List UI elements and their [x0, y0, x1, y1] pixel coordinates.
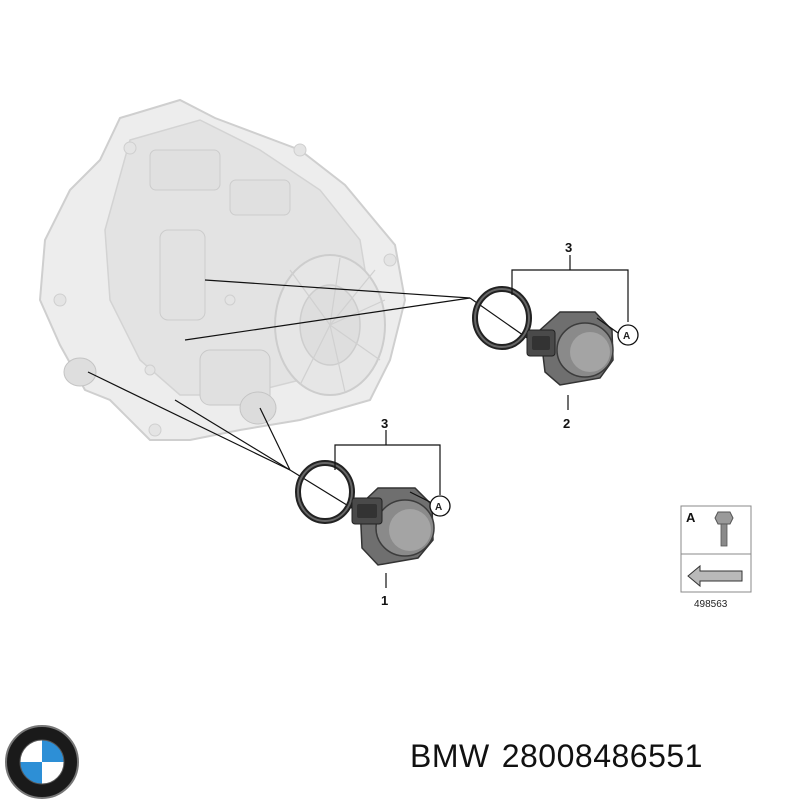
brand-name: BMW — [410, 738, 490, 774]
callout-2: 2 — [563, 416, 570, 431]
part-number: 28008486551 — [501, 738, 703, 774]
callout-brackets — [334, 255, 629, 588]
transmission-housing — [38, 98, 407, 441]
legend-letter: A — [686, 510, 696, 525]
legend-number: 498563 — [694, 599, 728, 610]
sensor-assembly-2 — [472, 286, 619, 386]
bmw-logo-icon — [5, 725, 79, 799]
callout-1: 1 — [381, 593, 388, 608]
callout-3-bottom: 3 — [381, 416, 388, 431]
svg-text:A: A — [435, 502, 442, 513]
reference-a-bottom: A — [429, 495, 451, 517]
callout-3-top: 3 — [565, 240, 572, 255]
bolt-legend-box: A — [680, 505, 752, 593]
svg-text:A: A — [623, 331, 630, 342]
part-label: BMW 28008486551 — [410, 738, 715, 775]
footer: BMW 28008486551 — [0, 700, 800, 800]
reference-a-top: A — [617, 324, 639, 346]
bolt-icon — [714, 511, 734, 547]
sensor-assembly-1 — [295, 460, 435, 566]
arrow-icon — [687, 564, 743, 588]
